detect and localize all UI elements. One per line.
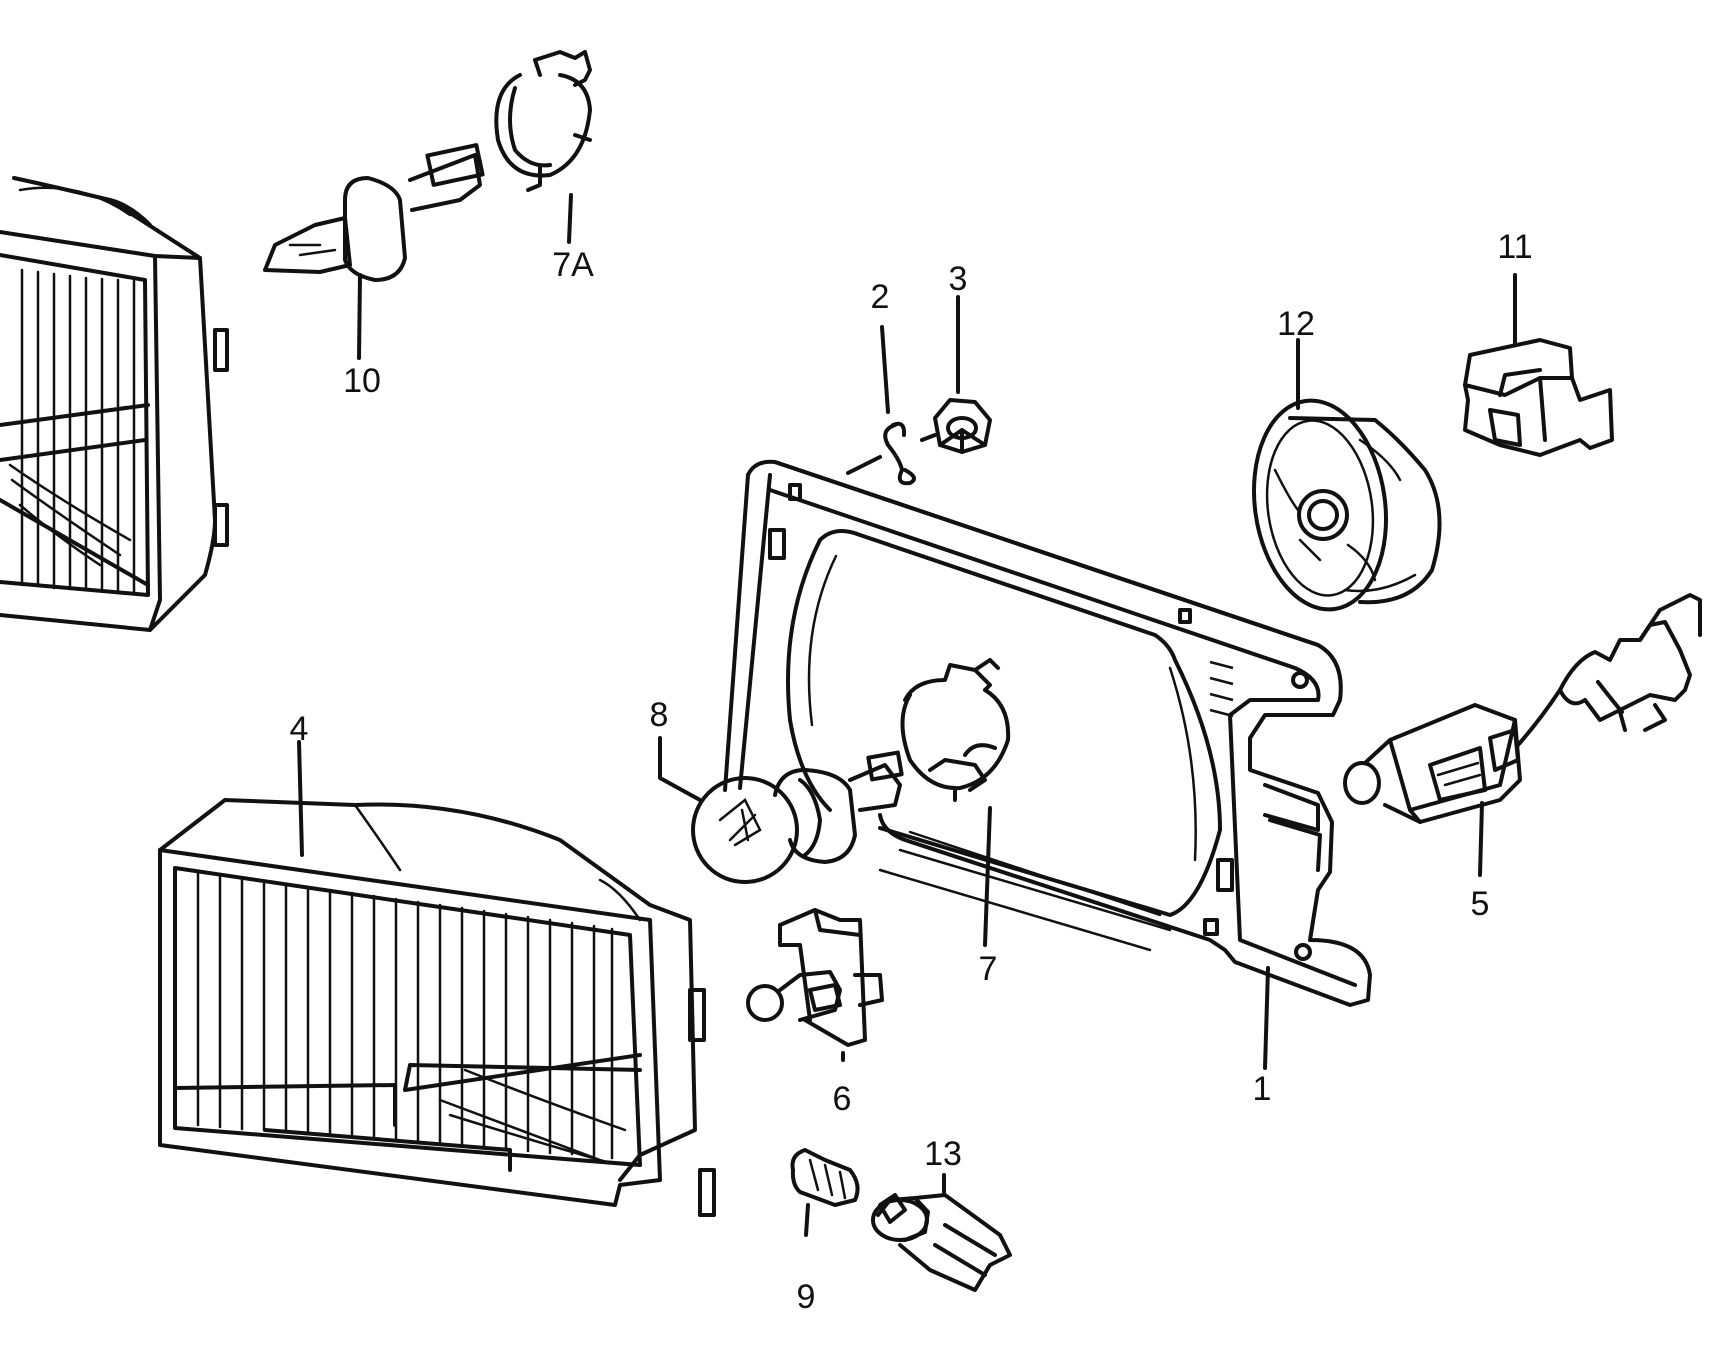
relay <box>1463 338 1614 457</box>
leader-lines <box>297 193 1517 1237</box>
callout-12: 12 <box>1277 305 1315 343</box>
callout-5: 5 <box>1471 885 1490 923</box>
bulb-h4 <box>263 143 485 282</box>
callout-2: 2 <box>871 278 890 316</box>
callout-4: 4 <box>290 710 309 748</box>
spring-clip <box>883 421 916 486</box>
callout-11: 11 <box>1497 228 1532 266</box>
headlamp-adjuster <box>1343 593 1702 824</box>
bulb-holder <box>746 908 884 1047</box>
headlamp-partial <box>0 176 229 632</box>
callout-1: 1 <box>1253 1070 1272 1108</box>
hex-nut <box>933 398 992 454</box>
callout-9: 9 <box>797 1278 816 1316</box>
socket-ring <box>900 658 1011 802</box>
bulb-socket <box>871 1193 1012 1292</box>
callout-labels: 1 2 3 4 5 6 7 7A 8 9 10 11 12 13 <box>290 228 1533 1316</box>
bulb-8 <box>691 750 904 884</box>
mounting-frame <box>723 459 1372 1007</box>
callout-8: 8 <box>650 696 669 734</box>
callout-7a: 7A <box>552 246 594 284</box>
callout-7: 7 <box>979 950 998 988</box>
headlamp-main <box>158 798 716 1217</box>
small-bulb <box>790 1148 860 1207</box>
callout-10: 10 <box>343 362 381 400</box>
retaining-ring-7a <box>494 50 592 192</box>
light-unit <box>1251 398 1442 612</box>
callout-13: 13 <box>924 1135 962 1173</box>
callout-3: 3 <box>949 260 968 298</box>
callout-6: 6 <box>833 1080 852 1118</box>
